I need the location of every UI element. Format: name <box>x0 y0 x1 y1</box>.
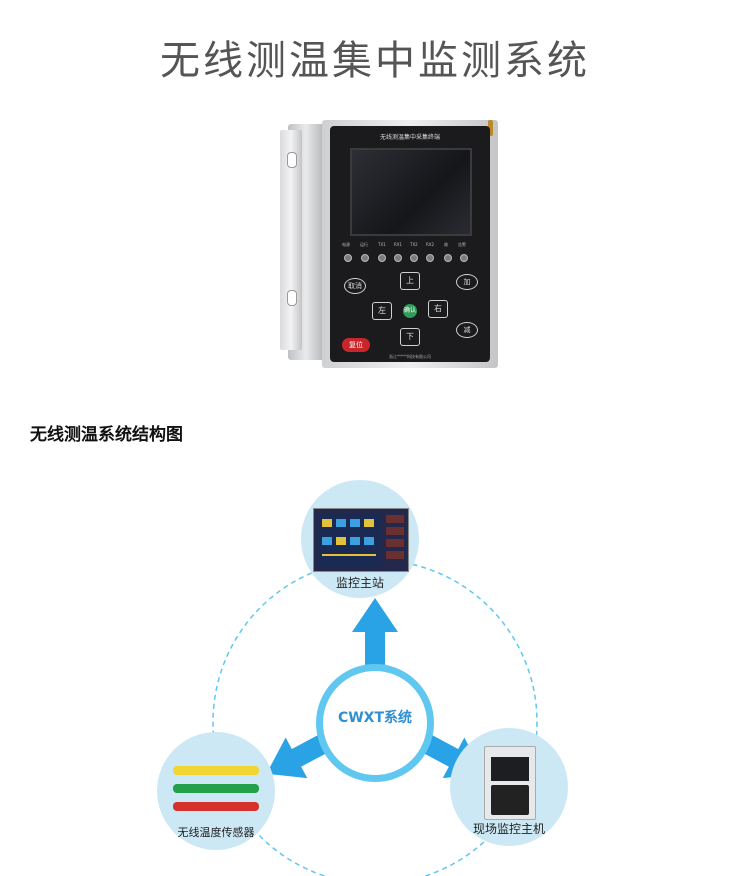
center-label: CWXT系统 <box>337 710 413 726</box>
led-label: RX2 <box>426 242 435 247</box>
led-indicator <box>394 254 402 262</box>
left-key: 左 <box>372 302 392 320</box>
field-host-device-icon <box>484 746 536 820</box>
led-label: 故 <box>444 242 448 247</box>
host-keypad <box>491 785 529 815</box>
device-front: 无线测温集中采集终端 电源 运行 TX1 RX1 TX2 RX2 故 告警 取消… <box>322 120 498 368</box>
node-label-monitoring-station: 监控主站 <box>335 576 384 590</box>
led-indicator <box>361 254 369 262</box>
node-field-host: 现场监控主机 <box>450 728 568 846</box>
led-indicator <box>344 254 352 262</box>
led-indicator <box>378 254 386 262</box>
sensor-yellow-icon <box>173 766 259 775</box>
sensor-red-icon <box>173 802 259 811</box>
page-title: 无线测温集中监测系统 <box>160 38 590 84</box>
center-node: CWXT系统 <box>316 664 434 782</box>
down-key: 下 <box>400 328 420 346</box>
led-indicator <box>410 254 418 262</box>
bracket-hole <box>287 152 297 168</box>
device-label: 无线测温集中采集终端 <box>379 134 440 141</box>
section-heading: 无线测温系统结构图 <box>30 425 183 445</box>
node-label-temperature-sensor: 无线温度传感器 <box>177 826 255 839</box>
led-label-row: 电源 运行 TX1 RX1 TX2 RX2 故 告警 <box>330 242 490 252</box>
reset-key: 复位 <box>342 338 370 352</box>
led-label: TX1 <box>378 242 386 247</box>
led-label: 运行 <box>360 242 368 247</box>
node-monitoring-station: 监控主站 <box>301 480 419 598</box>
up-key: 上 <box>400 272 420 290</box>
bracket-hole <box>287 290 297 306</box>
add-key: 加 <box>456 274 478 290</box>
confirm-key: 确认 <box>403 304 417 318</box>
device-photo: 无线测温集中采集终端 电源 运行 TX1 RX1 TX2 RX2 故 告警 取消… <box>278 110 504 372</box>
sensor-green-icon <box>173 784 259 793</box>
led-label: RX1 <box>394 242 403 247</box>
device-lcd-screen <box>350 148 472 236</box>
led-label: TX2 <box>410 242 418 247</box>
device-footer-text: 浙江*****科技有限公司 <box>389 354 431 359</box>
node-temperature-sensor: 无线温度传感器 <box>157 732 275 850</box>
led-indicator <box>460 254 468 262</box>
host-screen <box>491 757 529 781</box>
antenna-icon <box>488 120 493 136</box>
mounting-bracket <box>280 130 302 350</box>
dashed-ring <box>212 559 538 876</box>
monitoring-software-screenshot <box>313 508 409 572</box>
cancel-key: 取消 <box>344 278 366 294</box>
right-key: 右 <box>428 300 448 318</box>
arrow-up-icon <box>352 598 398 666</box>
led-label: 电源 <box>342 242 350 247</box>
node-label-field-host: 现场监控主机 <box>472 822 545 836</box>
led-indicator <box>444 254 452 262</box>
device-control-panel: 无线测温集中采集终端 电源 运行 TX1 RX1 TX2 RX2 故 告警 取消… <box>330 126 490 362</box>
led-indicator <box>426 254 434 262</box>
led-label: 告警 <box>458 242 466 247</box>
minus-key: 减 <box>456 322 478 338</box>
